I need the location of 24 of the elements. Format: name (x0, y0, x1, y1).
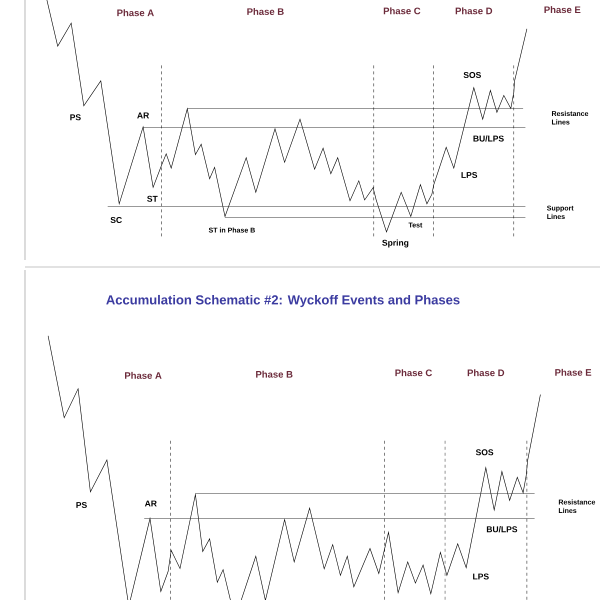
phase-label: Phase C (382, 6, 422, 16)
event-label: AR (144, 500, 158, 508)
phase-label: Phase A (123, 370, 163, 380)
phase-label: Phase C (394, 368, 434, 378)
event-label: ST (146, 194, 159, 203)
event-label: LPS (460, 171, 478, 179)
chart-title: Accumulation Schematic #2: Wyckoff Events and Phases (106, 294, 460, 308)
event-label: LPS (472, 572, 490, 581)
phase-label: Phase E (554, 368, 593, 377)
event-label: PS (74, 501, 88, 510)
event-label: SOS (474, 448, 495, 456)
event-label: BU/LPS (472, 134, 506, 143)
phase-label: Phase A (116, 8, 156, 18)
phase-label: Phase D (454, 6, 494, 16)
event-label: PS (68, 113, 82, 122)
event-label: SOS (462, 71, 482, 80)
event-label: Spring (380, 238, 410, 248)
event-label: SC (109, 216, 124, 224)
phase-label: Phase E (542, 5, 582, 14)
phase-label: Phase B (246, 7, 286, 16)
phase-label: Phase B (254, 370, 294, 379)
event-label: AR (136, 111, 150, 120)
event-label: BU/LPS (485, 525, 518, 534)
phase-label: Phase D (466, 368, 506, 378)
